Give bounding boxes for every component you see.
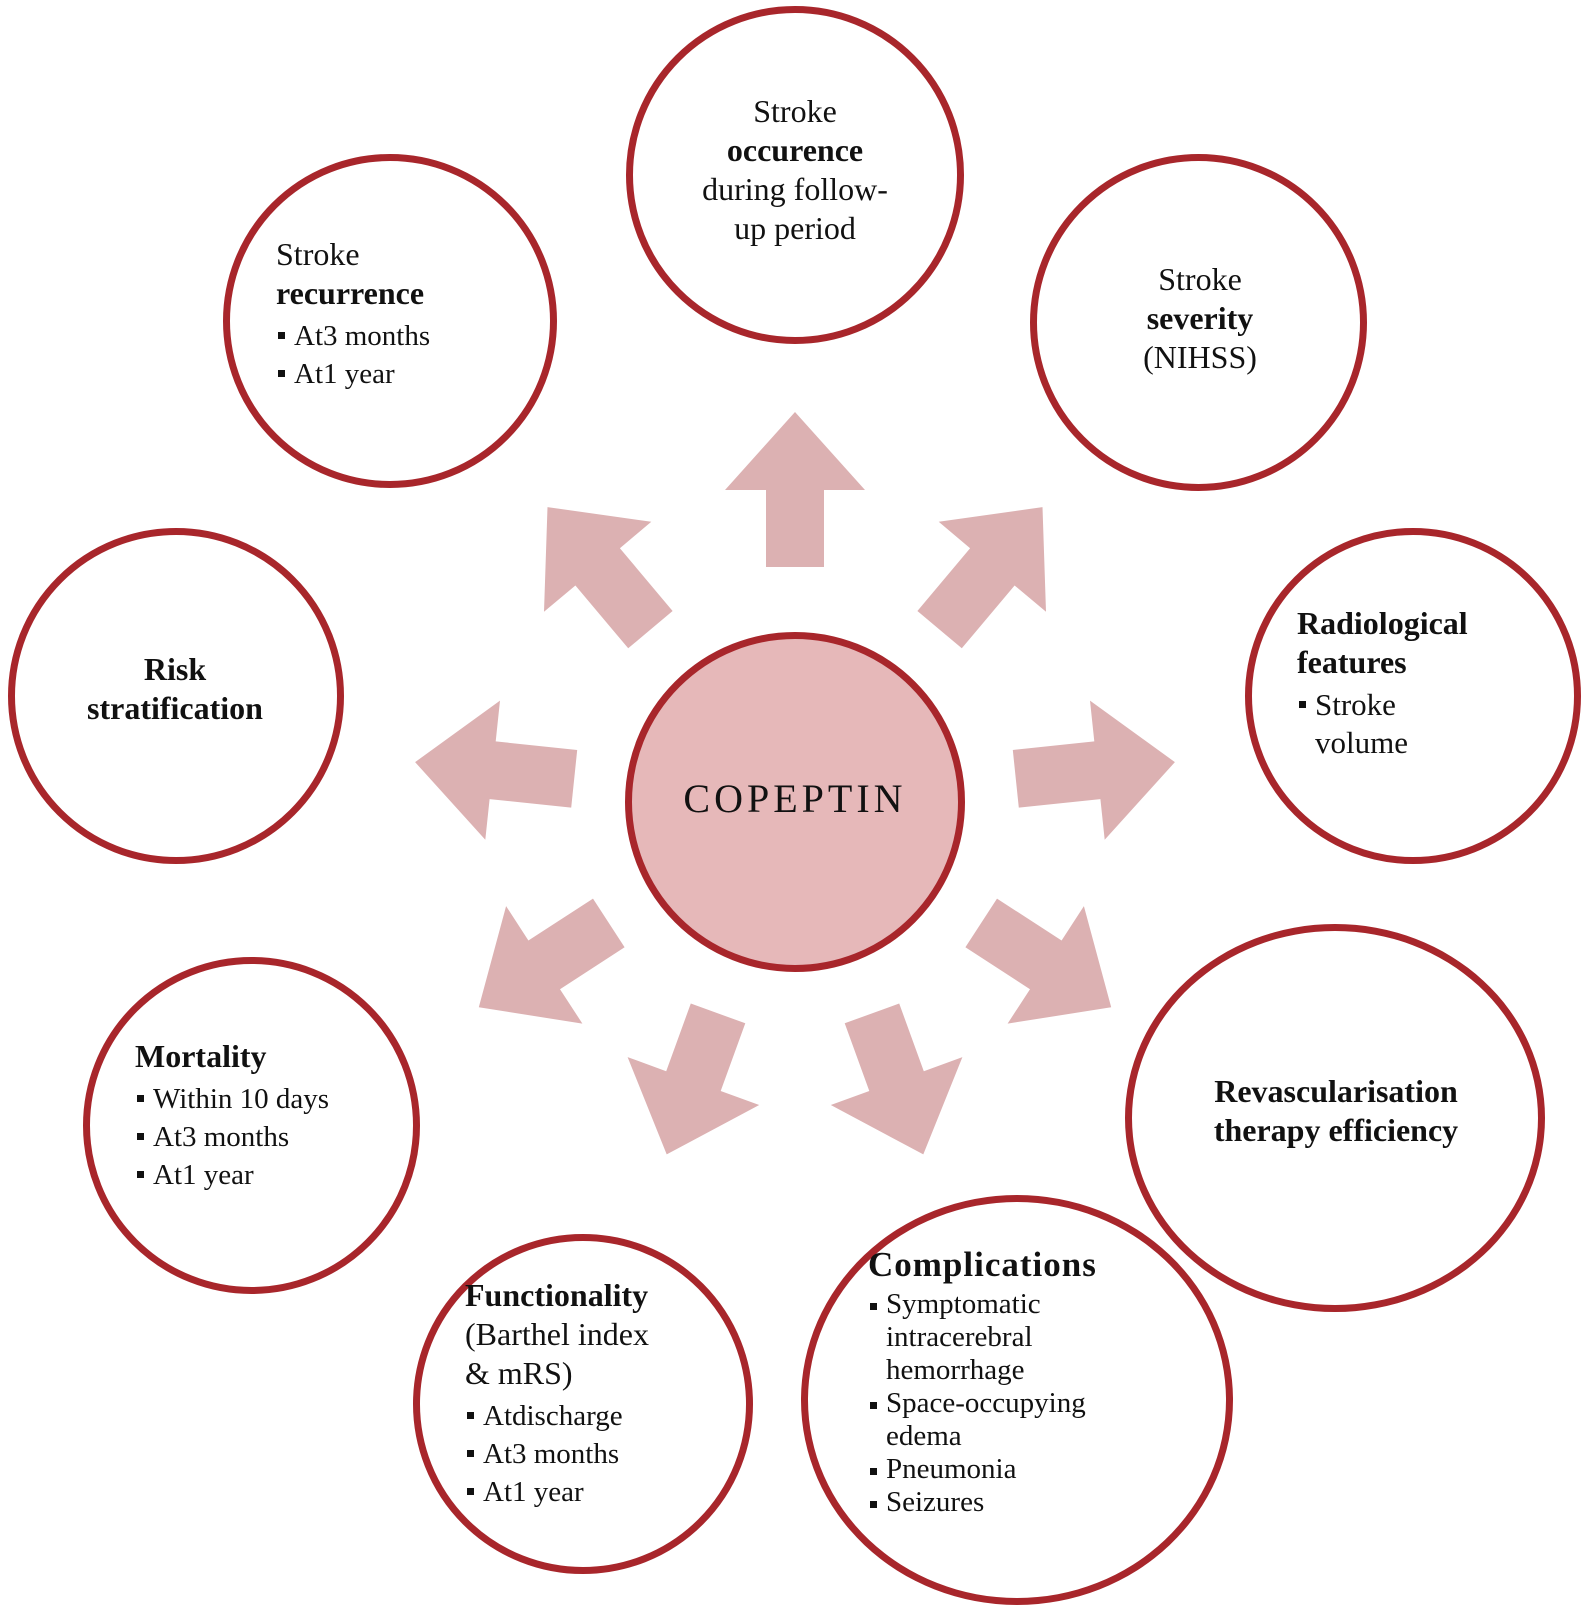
recurrence-line2: recurrence [276, 275, 425, 311]
arrow-down-right-lower [830, 1003, 963, 1155]
arrow-up [725, 412, 865, 567]
list-item: Atdischarge [465, 1397, 725, 1435]
recurrence-line1: Stroke [276, 236, 360, 272]
list-item: At1 year [276, 355, 526, 393]
list-item: At3 months [135, 1118, 395, 1156]
radiological-text: Radiological features Stroke volume [1297, 604, 1557, 762]
functionality-line3: & mRS) [465, 1355, 573, 1391]
occurence-line4: up period [734, 210, 856, 246]
node-radiological-features [1245, 528, 1581, 864]
mortality-list: Within 10 days At3 months At1 year [135, 1080, 395, 1194]
node-stroke-recurrence [223, 154, 557, 488]
arrow-up-right [917, 507, 1046, 649]
list-item: At1 year [135, 1156, 395, 1194]
list-item: Symptomatic intracerebral hemorrhage [868, 1288, 1103, 1387]
arrow-up-left [544, 507, 673, 649]
list-item: Seizures [868, 1486, 1103, 1519]
occurence-line2: occurence [726, 132, 864, 168]
mortality-text: Mortality Within 10 days At3 months At1 … [135, 1037, 395, 1194]
occurence-line3: during follow- [702, 171, 888, 207]
node-revascularisation [1125, 924, 1545, 1312]
copeptin-center-node: COPEPTIN [625, 632, 965, 972]
arrow-down-left [478, 898, 625, 1024]
occurence-text: Stroke occurence during follow- up perio… [660, 92, 930, 248]
arrow-right [1012, 700, 1175, 840]
risk-line1: Risk [143, 651, 207, 687]
list-item: At3 months [276, 317, 526, 355]
functionality-list: Atdischarge At3 months At1 year [465, 1397, 725, 1511]
list-item: Space-occupying edema [868, 1387, 1103, 1453]
node-risk-stratification [8, 528, 344, 864]
recurrence-list: At3 months At1 year [276, 317, 526, 393]
complications-title: Complications [868, 1245, 1097, 1284]
functionality-line2: (Barthel index [465, 1316, 649, 1352]
complications-list: Symptomatic intracerebral hemorrhage Spa… [868, 1288, 1103, 1519]
severity-line2: severity [1146, 300, 1254, 336]
mortality-title: Mortality [135, 1038, 267, 1074]
list-item: Pneumonia [868, 1453, 1103, 1486]
revascularisation-line2: therapy efficiency [1213, 1112, 1459, 1148]
severity-line3: (NIHSS) [1143, 339, 1257, 375]
occurence-line1: Stroke [753, 93, 837, 129]
list-item: At1 year [465, 1473, 725, 1511]
radiological-line1: Radiological [1297, 605, 1468, 641]
list-item: Within 10 days [135, 1080, 395, 1118]
revascularisation-line1: Revascularisation [1214, 1073, 1458, 1109]
risk-text: Risk stratification [40, 650, 310, 728]
node-complications [801, 1195, 1233, 1605]
list-item: At3 months [465, 1435, 725, 1473]
list-item: Stroke volume [1297, 686, 1457, 762]
severity-line1: Stroke [1158, 261, 1242, 297]
arrow-down-right [965, 898, 1112, 1024]
recurrence-text: Stroke recurrence At3 months At1 year [276, 235, 526, 393]
functionality-text: Functionality (Barthel index & mRS) Atdi… [465, 1276, 725, 1511]
node-mortality [83, 957, 420, 1294]
radiological-line2: features [1297, 644, 1407, 680]
center-label: COPEPTIN [683, 776, 907, 821]
radiological-list: Stroke volume [1297, 686, 1457, 762]
arrow-left [415, 700, 578, 840]
node-stroke-severity [1030, 154, 1367, 491]
severity-text: Stroke severity (NIHSS) [1090, 260, 1310, 377]
arrow-down-left-lower [627, 1003, 760, 1155]
complications-text: Complications Symptomatic intracerebral … [868, 1245, 1128, 1519]
functionality-title: Functionality [465, 1277, 649, 1313]
risk-line2: stratification [87, 690, 263, 726]
node-stroke-occurence [626, 6, 964, 344]
revascularisation-text: Revascularisation therapy efficiency [1160, 1072, 1512, 1150]
node-functionality [413, 1234, 753, 1574]
